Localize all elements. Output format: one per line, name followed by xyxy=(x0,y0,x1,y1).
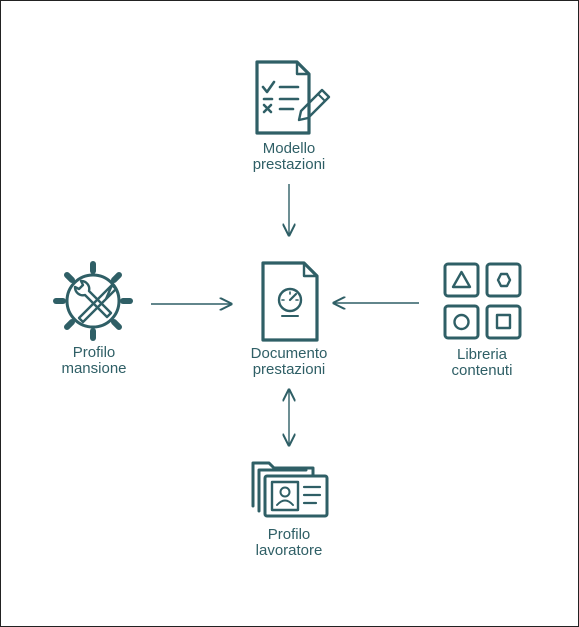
gear-wrench-screwdriver-icon xyxy=(53,261,133,341)
label-line: mansione xyxy=(61,360,127,377)
label-modello-prestazioni: Modello prestazioni xyxy=(229,141,349,173)
label-profilo-lavoratore: Profilo lavoratore xyxy=(234,527,344,559)
label-line: Profilo xyxy=(267,526,311,543)
label-documento-prestazioni: Documento prestazioni xyxy=(229,346,349,378)
label-line: contenuti xyxy=(451,362,513,379)
label-line: Profilo xyxy=(72,344,116,361)
label-line: Modello xyxy=(262,140,316,157)
folder-id-card-icon xyxy=(251,461,329,518)
label-profilo-mansione: Profilo mansione xyxy=(39,345,149,377)
label-line: Libreria xyxy=(456,346,508,363)
label-line: lavoratore xyxy=(255,542,323,559)
checklist-pen-icon xyxy=(255,60,331,135)
label-libreria-contenuti: Libreria contenuti xyxy=(427,347,537,379)
label-line: prestazioni xyxy=(252,361,326,378)
document-gauge-icon xyxy=(261,261,319,342)
label-line: Documento xyxy=(250,345,328,362)
shapes-grid-icon xyxy=(443,262,522,340)
label-line: prestazioni xyxy=(252,156,326,173)
